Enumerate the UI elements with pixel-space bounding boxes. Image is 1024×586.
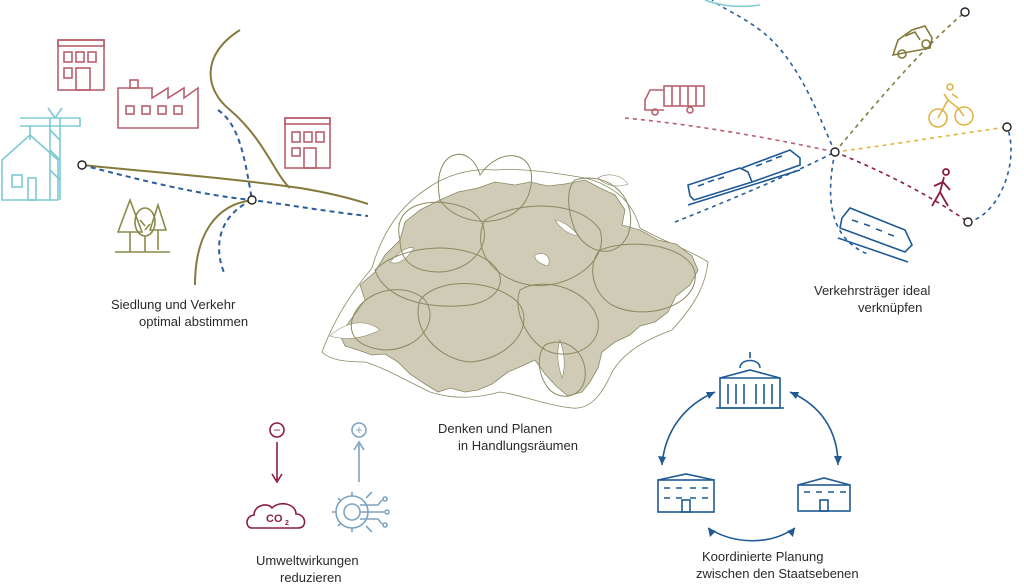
caption-action-spaces: Denken und Planen in Handlungsräumen <box>438 420 598 454</box>
action-space-loop <box>592 243 696 313</box>
arrow-head <box>708 528 716 537</box>
minus-symbol: − <box>273 423 280 437</box>
car-icon <box>891 25 933 59</box>
environment-group: − CO 2 + <box>246 422 390 533</box>
settlement-transport-group <box>1 29 369 286</box>
action-space-loop <box>480 205 602 287</box>
communal-building-icon <box>797 477 851 512</box>
action-space-loop <box>350 289 431 351</box>
caption-line: Siedlung und Verkehr <box>111 297 236 312</box>
action-space-loop <box>398 201 485 273</box>
road-line <box>81 164 369 205</box>
junction-node <box>77 160 87 170</box>
trees-icon <box>115 197 170 253</box>
airplane-icon <box>704 0 761 8</box>
road-line <box>209 29 291 189</box>
caption-environment: Umweltwirkungen reduzieren <box>256 552 396 586</box>
rail-dashed-line <box>81 164 369 217</box>
switzerland-map <box>321 153 709 409</box>
hub-node <box>830 147 840 157</box>
lake-geneva <box>329 322 381 339</box>
hub-line-tram <box>829 151 871 256</box>
building-icon <box>284 117 331 169</box>
co2-label: CO <box>266 513 283 525</box>
arrow-head <box>790 392 799 399</box>
rail-dashed-line <box>217 109 253 201</box>
caption-line: Verkehrsträger ideal <box>814 283 931 298</box>
caption-line: verknüpfen <box>858 300 923 315</box>
government-levels-group <box>657 352 851 542</box>
hub-line-train <box>674 151 836 223</box>
apartment-building-icon <box>57 39 105 91</box>
hub-line-car <box>834 11 966 153</box>
rail-dashed-line <box>218 199 253 276</box>
action-space-loop <box>517 283 599 355</box>
hub-line-walk <box>834 151 969 223</box>
lake-constance <box>597 174 629 187</box>
switzerland-shape <box>339 179 699 397</box>
hub-line-loop <box>967 126 1012 223</box>
endpoint-node <box>1002 122 1012 132</box>
arrow-head <box>834 456 842 465</box>
co2-cloud-icon <box>246 502 306 529</box>
coordination-arrow <box>789 391 839 466</box>
caption-government: Koordinierte Planung zwischen den Staats… <box>696 548 882 582</box>
hub-line-rail <box>711 0 836 153</box>
junction-node <box>247 195 257 205</box>
down-arrow <box>271 442 283 484</box>
action-space-loop <box>568 177 632 252</box>
arrow-head <box>658 456 666 465</box>
action-space-loop <box>437 153 533 222</box>
arrow-head <box>787 528 795 537</box>
caption-line: Koordinierte Planung <box>702 549 824 564</box>
coordination-arrow <box>707 527 796 542</box>
caption-line: in Handlungsräumen <box>458 438 578 453</box>
bicycle-icon <box>928 83 974 128</box>
hub-line-truck <box>624 117 836 153</box>
hub-line-bike <box>834 126 1008 153</box>
gear-circuit-icon <box>332 491 390 533</box>
federal-palace-icon <box>716 352 784 409</box>
tram-icon <box>837 207 913 263</box>
switzerland-outline-halo <box>321 169 709 409</box>
caption-transport-modes: Verkehrsträger ideal verknüpfen <box>814 282 954 316</box>
endpoint-node <box>960 7 970 17</box>
lake-maggiore <box>557 339 565 379</box>
factory-icon <box>117 79 199 129</box>
pedestrian-icon <box>931 168 951 207</box>
road-line <box>194 199 253 286</box>
caption-settlement-transport: Siedlung und Verkehr optimal abstimmen <box>111 296 271 330</box>
caption-line: Denken und Planen <box>438 421 553 436</box>
action-space-loop <box>538 341 586 397</box>
caption-line: zwischen den Staatsebenen <box>696 566 859 581</box>
house-construction-icon <box>1 107 81 201</box>
lake-lucerne <box>534 253 550 267</box>
train-icon <box>687 149 801 206</box>
plus-symbol: + <box>355 423 362 437</box>
arrow-head <box>706 392 715 399</box>
up-arrow <box>353 440 365 482</box>
minus-icon <box>269 422 285 438</box>
lake-neuchatel <box>389 247 415 264</box>
caption-line: reduzieren <box>280 570 342 585</box>
cantonal-building-icon <box>657 473 715 513</box>
truck-icon <box>644 85 705 116</box>
action-space-loop <box>417 283 525 363</box>
mobility-hub-group <box>624 0 1012 263</box>
coordination-arrow <box>661 391 716 466</box>
caption-line: Umweltwirkungen <box>256 553 359 568</box>
plus-icon <box>351 422 367 438</box>
action-space-loop <box>374 247 501 307</box>
co2-subscript: 2 <box>285 520 289 527</box>
endpoint-node <box>963 217 973 227</box>
caption-line: optimal abstimmen <box>139 314 249 329</box>
